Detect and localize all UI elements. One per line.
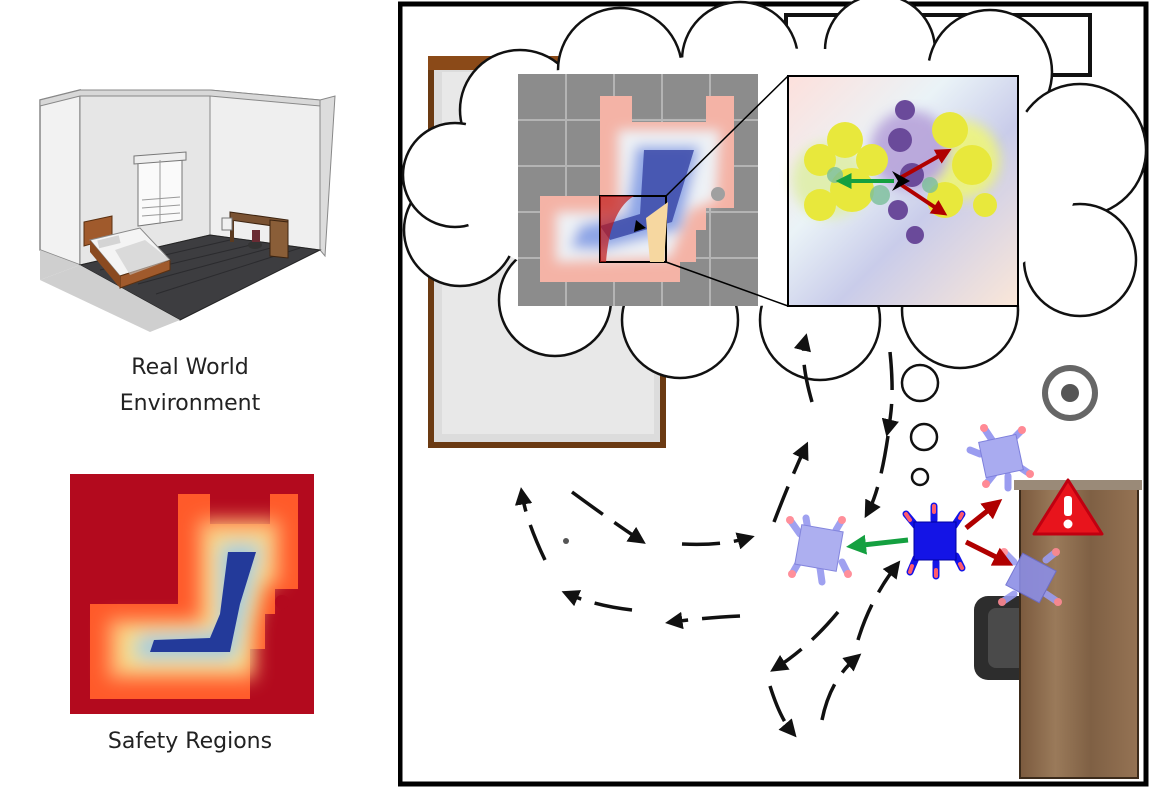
trajectory-arrows bbox=[514, 333, 901, 738]
safety-regions-caption: Safety Regions bbox=[107, 729, 273, 754]
red-action-arrow-down bbox=[964, 539, 1014, 566]
robot-icon[interactable] bbox=[902, 502, 966, 580]
robot-faded-left bbox=[786, 514, 852, 586]
robot-faded-top bbox=[966, 424, 1034, 492]
warning-icon bbox=[1032, 478, 1104, 536]
inset-red-arrow-up bbox=[899, 148, 952, 180]
real-world-line-1: Real World bbox=[131, 355, 249, 380]
green-action-arrow bbox=[846, 534, 909, 555]
room-3d-icon bbox=[39, 89, 336, 332]
real-world-caption: Real World Environment bbox=[60, 350, 320, 422]
inset-red-arrow-down bbox=[898, 182, 948, 216]
environment-panel bbox=[398, 0, 1149, 787]
safety-map-icon bbox=[70, 474, 314, 714]
red-action-arrow-up bbox=[964, 499, 1003, 530]
trash-can-icon bbox=[1042, 365, 1098, 421]
real-world-line-2: Environment bbox=[119, 391, 261, 416]
zoom-inset bbox=[787, 75, 1019, 307]
mini-safety-map bbox=[518, 74, 758, 306]
